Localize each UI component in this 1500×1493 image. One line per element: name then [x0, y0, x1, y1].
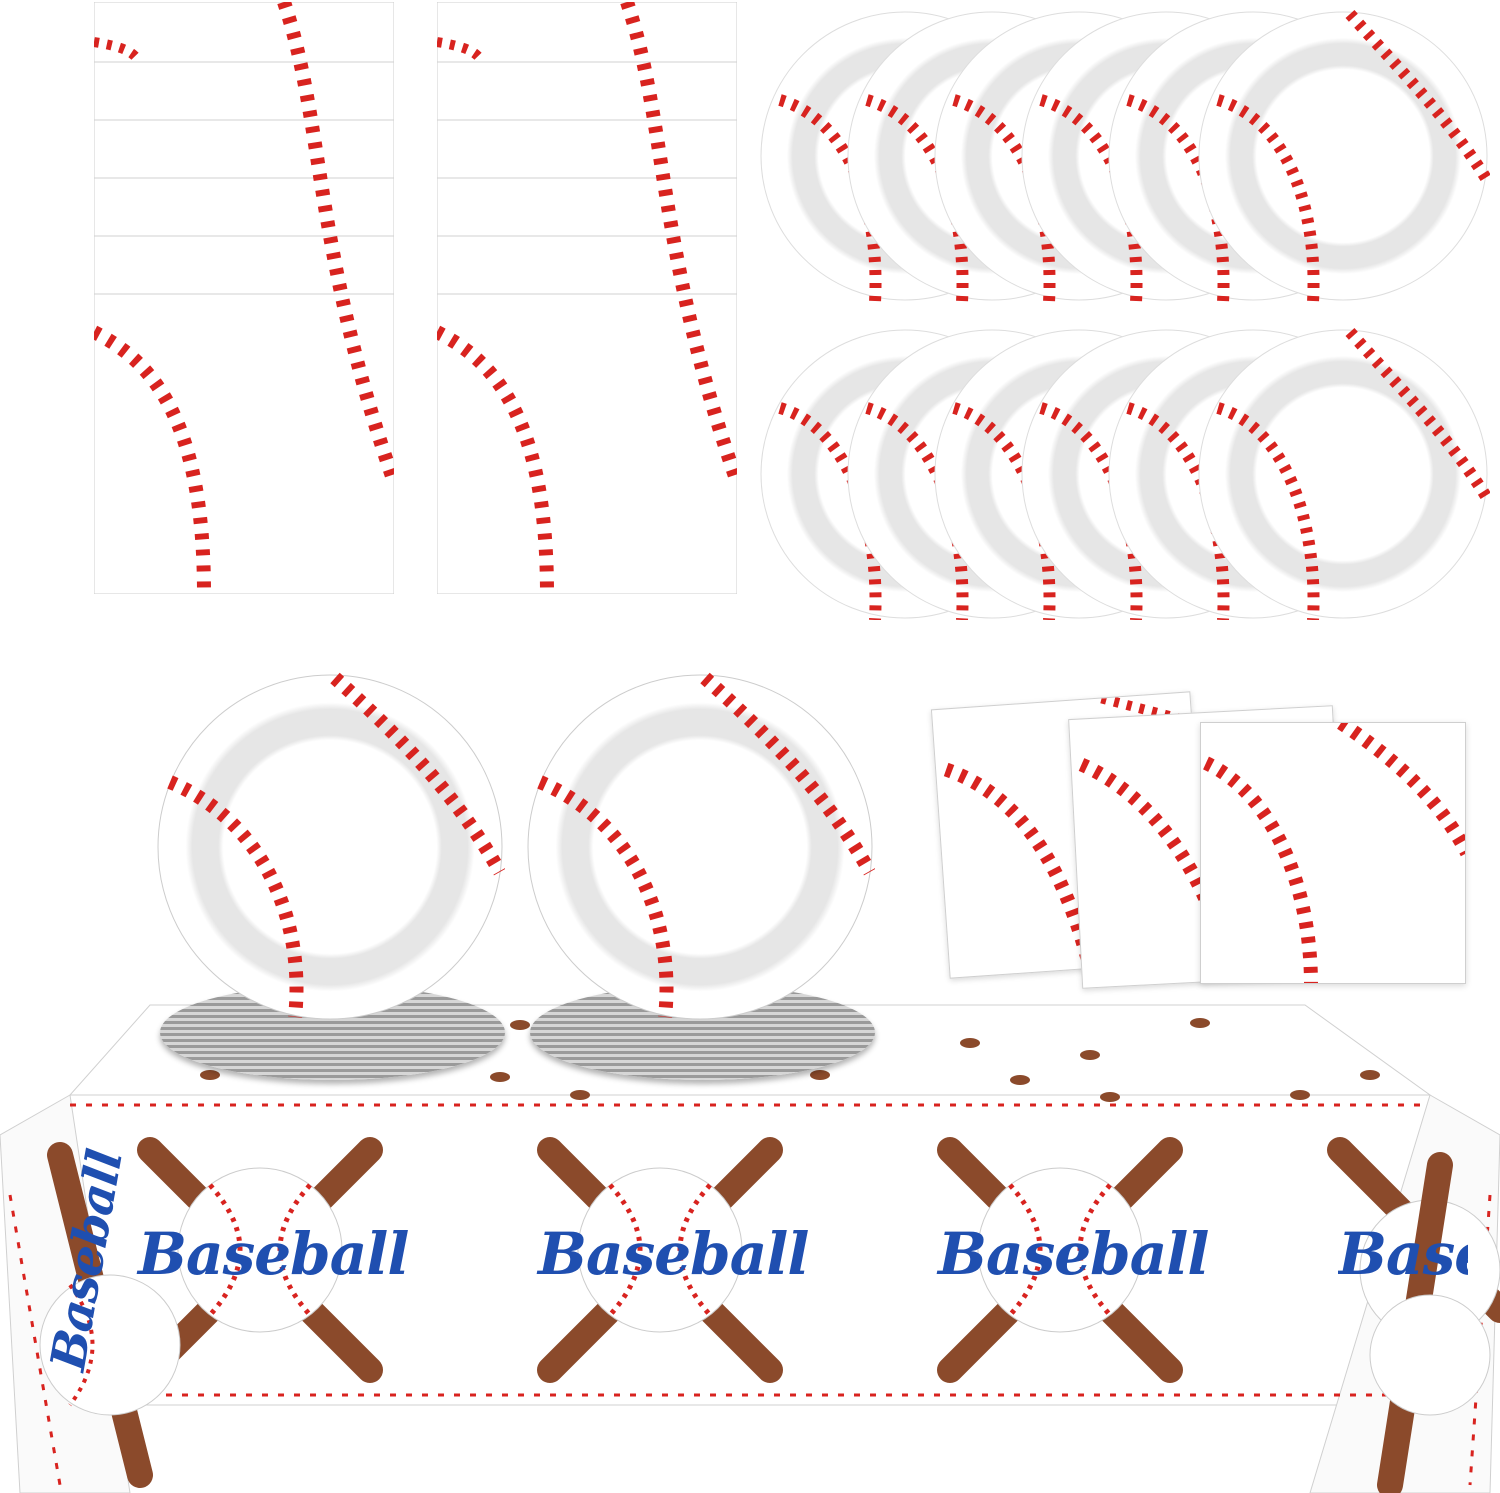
- small-napkin-2: [1068, 705, 1347, 989]
- dessert-plates-row-2: [760, 328, 1490, 620]
- emblem-art: [537, 1137, 783, 1383]
- dessert-plates-row-1: [760, 10, 1490, 302]
- plate-row-art: [760, 328, 1490, 620]
- tablecloth-brand-text: Baseball: [138, 1220, 409, 1288]
- emblem-art: [937, 1137, 1183, 1383]
- napkin-stack-art: [94, 2, 394, 594]
- plate-row-art: [760, 10, 1490, 302]
- tablecloth-brand-text: Baseball: [938, 1220, 1209, 1288]
- dinner-plate-left: [155, 672, 505, 1022]
- dinner-plate-right: [525, 672, 875, 1022]
- napkin-stack-art: [437, 2, 737, 594]
- small-napkin-3: [1200, 722, 1466, 984]
- napkin-stack-left: [94, 2, 394, 594]
- napkin-art: [1202, 723, 1465, 983]
- napkin-stack-right: [437, 2, 737, 594]
- plate-art: [527, 672, 875, 1020]
- napkin-art: [1078, 758, 1240, 984]
- tablecloth-brand-text: Baseball: [538, 1220, 809, 1288]
- tablecloth-brand-text: Baseball: [1338, 1220, 1468, 1288]
- emblem-art: [137, 1137, 383, 1383]
- plate-art: [157, 672, 505, 1020]
